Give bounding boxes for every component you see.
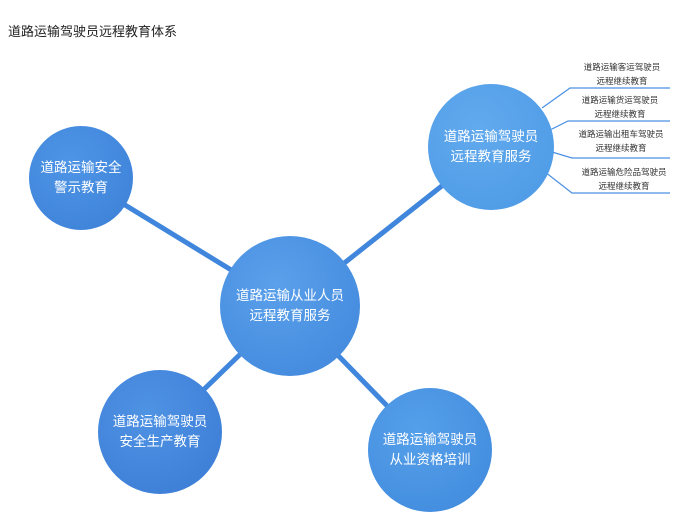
- branch-3: [551, 151, 670, 159]
- node-label: 道路运输安全: [40, 160, 122, 176]
- node-label: 道路运输驾驶员: [112, 414, 208, 430]
- leaf-taxi[interactable]: 道路运输出租车驾驶员远程继续教育: [566, 128, 676, 156]
- node-label: 安全生产教育: [119, 434, 201, 450]
- node-label: 道路运输驾驶员: [382, 432, 478, 448]
- node-label: 从业资格培训: [389, 452, 471, 468]
- leaf-freight[interactable]: 道路运输货运驾驶员远程继续教育: [565, 94, 675, 122]
- center-node[interactable]: 道路运输从业人员远程教育服务: [220, 236, 360, 376]
- leaf-label: 远程继续教育: [594, 110, 646, 120]
- leaf-label: 道路运输危险品驾驶员: [581, 168, 667, 178]
- node-qualification-training[interactable]: 道路运输驾驶员从业资格培训: [368, 388, 492, 512]
- leaf-hazmat[interactable]: 道路运输危险品驾驶员远程继续教育: [569, 166, 679, 194]
- leaf-label: 道路运输出租车驾驶员: [578, 130, 664, 140]
- leaf-label: 道路运输货运驾驶员: [581, 96, 659, 106]
- diagram-title: 道路运输驾驶员远程教育体系: [8, 25, 178, 40]
- node-label: 警示教育: [54, 180, 108, 196]
- leaf-label: 远程继续教育: [596, 77, 648, 87]
- node-remote-education[interactable]: 道路运输驾驶员远程教育服务: [428, 84, 554, 210]
- leaf-passenger[interactable]: 道路运输客运驾驶员远程继续教育: [567, 61, 677, 89]
- leaf-label: 道路运输客运驾驶员: [583, 63, 661, 73]
- center-label-2: 远程教育服务: [249, 308, 331, 324]
- node-label: 远程教育服务: [450, 149, 532, 165]
- center-label-1: 道路运输从业人员: [236, 288, 344, 304]
- node-production-education[interactable]: 道路运输驾驶员安全生产教育: [98, 370, 222, 494]
- leaf-label: 远程继续教育: [595, 144, 647, 154]
- branch-1: [541, 87, 670, 109]
- node-safety-education[interactable]: 道路运输安全警示教育: [29, 126, 133, 230]
- branch-2: [549, 120, 670, 131]
- node-label: 道路运输驾驶员: [443, 129, 539, 145]
- branch-4: [544, 171, 670, 194]
- leaf-label: 远程继续教育: [598, 182, 650, 192]
